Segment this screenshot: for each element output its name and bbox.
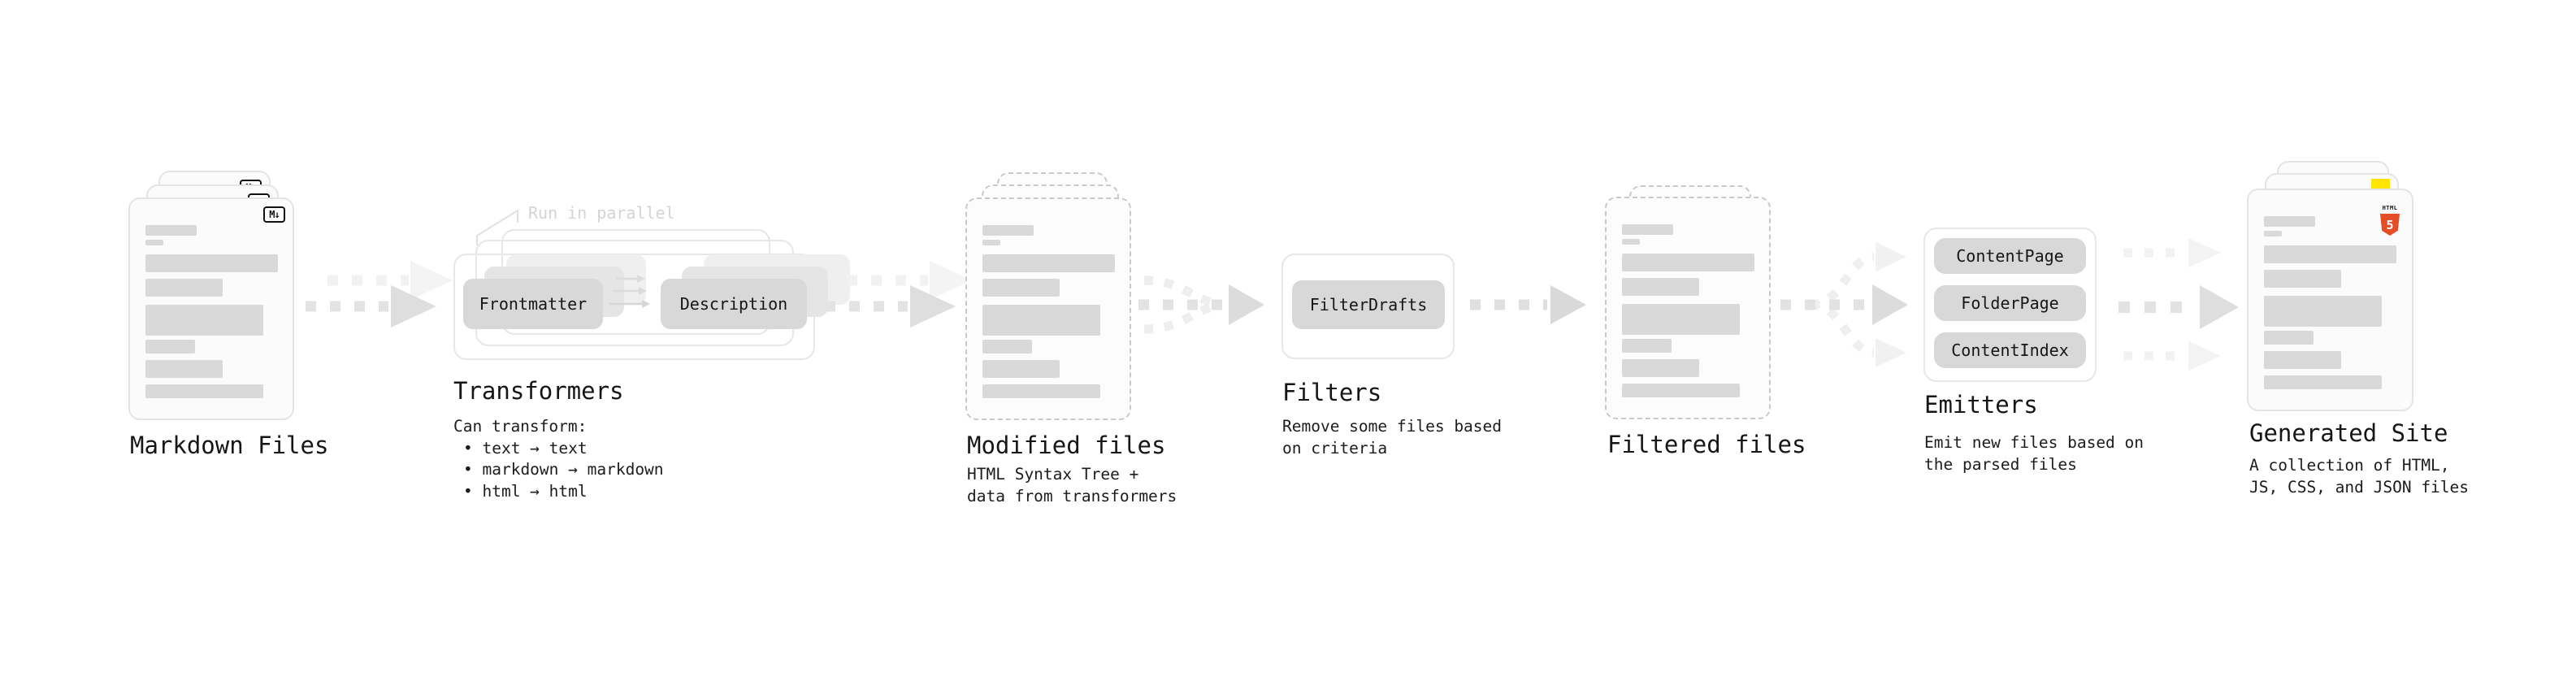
doc-skeleton-bar [982,254,1115,272]
transformer-flow-arrows [609,275,650,308]
transformers-description: Can transform: • text → text • markdown … [453,416,664,502]
modified-files-description: HTML Syntax Tree + data from transformer… [967,464,1177,507]
doc-skeleton-bar [145,225,197,236]
doc-skeleton-bar [1622,254,1754,271]
modified-files-desc-line: HTML Syntax Tree + [967,465,1139,484]
doc-skeleton-bar [1622,278,1699,296]
filters-title: Filters [1282,379,1382,406]
markdown-files-title: Markdown Files [130,432,329,459]
filters-desc-line: Remove some files based [1282,417,1503,436]
transformers-desc-item: • markdown → markdown [463,460,664,479]
arrows-emitters-to-site [2118,238,2239,371]
generated-site-desc-line: JS, CSS, and JSON files [2249,477,2470,497]
arrow-merge-modified-to-filters [1138,275,1264,334]
emitters-desc-line: the parsed files [1924,454,2077,474]
doc-skeleton-bar [2264,351,2341,369]
doc-skeleton-bar [982,340,1032,354]
arrow-fanout-filtered-to-emitters [1780,242,1908,367]
doc-skeleton-bar [145,384,263,398]
doc-skeleton-bar [982,225,1034,236]
doc-skeleton-bar [145,279,223,297]
doc-skeleton-bar [2264,375,2382,389]
doc-skeleton-bar [2264,331,2314,345]
doc-skeleton-bar [982,279,1060,297]
frontmatter-pill: Frontmatter [463,279,603,329]
doc-skeleton [1622,224,1756,397]
filters-desc-line: on criteria [1282,438,1388,458]
doc-skeleton-bar [1622,339,1672,353]
site-page-html: HTML 5 [2247,189,2413,411]
filtered-files-title: Filtered files [1607,431,1806,458]
contentindex-pill: ContentIndex [1934,332,2086,368]
doc-skeleton-bar [145,254,278,272]
markdown-file-page-front: M↓ [128,197,294,420]
doc-skeleton-bar [1622,239,1640,245]
doc-skeleton [982,225,1117,398]
doc-skeleton-bar [2264,296,2382,327]
transformers-desc-item: • text → text [463,438,588,458]
doc-skeleton-bar [145,305,263,336]
doc-skeleton-bar [2264,270,2341,288]
markdown-icon: M↓ [263,206,285,223]
arrow-markdown-to-transformers [306,261,453,327]
folderpage-pill: FolderPage [1934,285,2086,321]
arrow-transformers-to-modified [825,261,972,327]
run-in-parallel-note: Run in parallel [528,203,675,223]
filters-description: Remove some files based on criteria [1282,416,1502,459]
transformers-title: Transformers [453,377,624,405]
doc-skeleton-bar [982,305,1100,336]
doc-skeleton-bar [2264,216,2315,227]
doc-skeleton-bar [145,240,163,245]
modified-file-page-front [965,197,1131,420]
generated-site-description: A collection of HTML, JS, CSS, and JSON … [2249,455,2469,498]
generated-site-title: Generated Site [2249,419,2448,447]
doc-skeleton-bar [145,340,195,354]
doc-skeleton-bar [145,360,223,378]
doc-skeleton-bar [2264,231,2282,236]
html5-icon: HTML 5 [2379,197,2400,236]
doc-skeleton-bar [982,360,1060,378]
filterdrafts-pill: FilterDrafts [1292,280,1445,329]
arrow-filters-to-filtered [1470,285,1586,324]
doc-skeleton-bar [982,384,1100,398]
doc-skeleton-bar [1622,224,1673,235]
generated-site-desc-line: A collection of HTML, [2249,456,2450,475]
filtered-file-page-front [1605,197,1771,419]
emitters-title: Emitters [1924,391,2038,419]
html5-icon-label: HTML [2382,205,2398,211]
doc-skeleton [2264,216,2399,389]
doc-skeleton-bar [982,240,1000,245]
emitters-description: Emit new files based on the parsed files [1924,432,2144,475]
transformers-desc-heading: Can transform: [453,417,588,436]
contentpage-pill: ContentPage [1934,238,2086,274]
parallel-callout-line [476,209,518,245]
doc-skeleton-bar [1622,304,1740,335]
emitters-desc-line: Emit new files based on [1924,433,2144,452]
doc-skeleton-bar [2264,245,2396,263]
doc-skeleton [145,225,280,398]
doc-skeleton-bar [1622,359,1699,377]
modified-files-desc-line: data from transformers [967,486,1177,505]
transformers-desc-item: • html → html [463,481,588,501]
description-pill: Description [661,279,807,329]
doc-skeleton-bar [1622,384,1740,397]
modified-files-title: Modified files [967,432,1166,459]
